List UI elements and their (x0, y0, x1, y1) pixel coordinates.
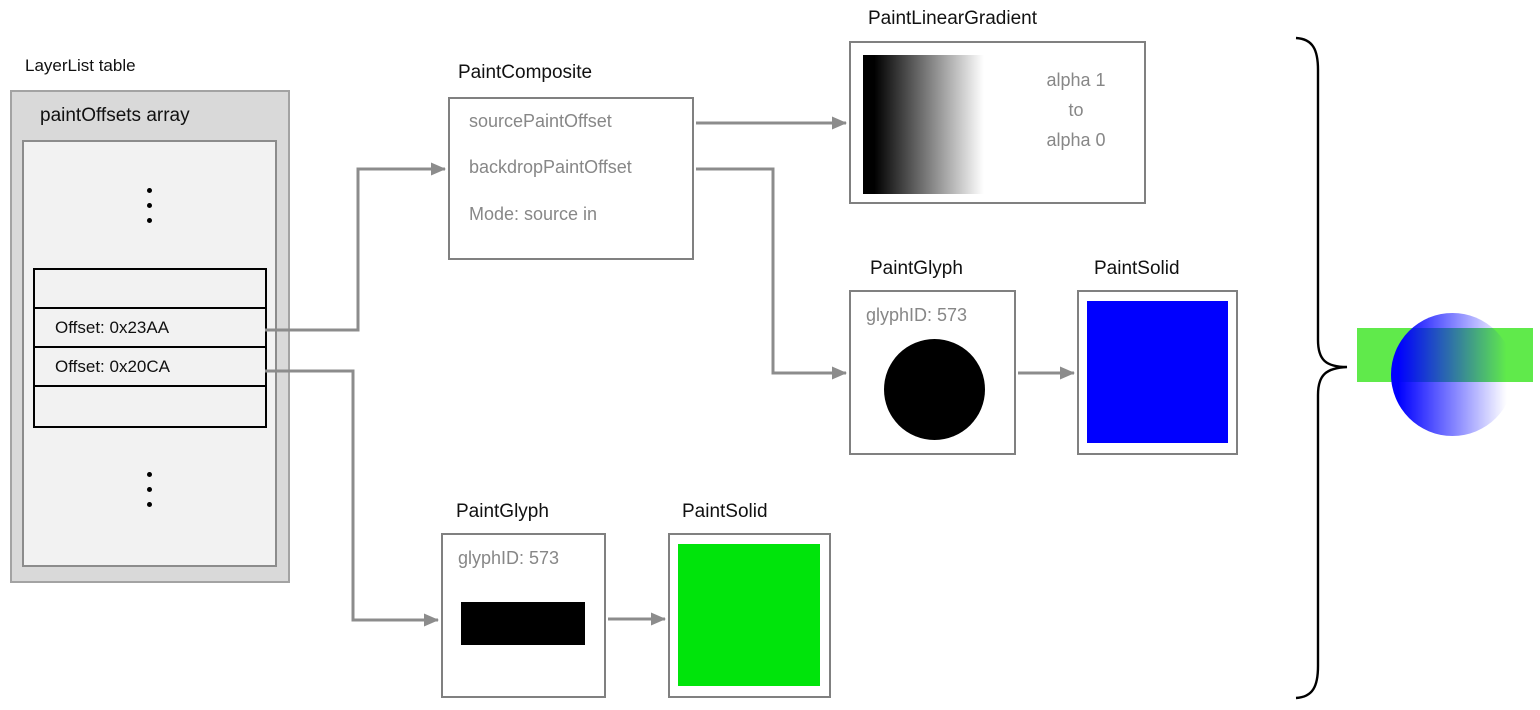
circle-glyph-shape (884, 339, 985, 440)
paint-glyph-circle-title: PaintGlyph (870, 258, 963, 279)
arrow-backdrop-to-glyph-circle (696, 167, 847, 380)
offset-row-empty-bottom (35, 387, 265, 426)
arrow-offset20ca-to-glyph-rect (265, 369, 439, 627)
green-solid-swatch (678, 544, 820, 686)
composite-mode-field: Mode: source in (469, 204, 598, 224)
paint-glyph-circle-box: glyphID: 573 (849, 290, 1016, 455)
alpha-line-2: to (1068, 100, 1084, 120)
paint-solid-green-title: PaintSolid (682, 501, 768, 522)
offset-row-23aa: Offset: 0x23AA (35, 309, 265, 348)
source-paint-offset-field: sourcePaintOffset (469, 111, 612, 131)
vertical-ellipsis-top (147, 188, 152, 223)
rect-glyph-shape (461, 602, 585, 645)
alpha-line-1: alpha 1 (1046, 70, 1106, 90)
backdrop-paint-offset-field: backdropPaintOffset (469, 157, 632, 177)
glyph-id-label-rect: glyphID: 573 (458, 548, 560, 568)
offset-row-empty-top (35, 270, 265, 309)
paint-composite-box: sourcePaintOffset backdropPaintOffset Mo… (448, 97, 694, 260)
arrow-offset23aa-to-composite (265, 162, 446, 332)
blue-solid-swatch (1087, 301, 1228, 443)
alpha-line-3: alpha 0 (1046, 130, 1106, 150)
paint-solid-blue-box (1077, 290, 1238, 455)
curly-brace (1295, 36, 1348, 700)
paint-linear-gradient-box: alpha 1 to alpha 0 (849, 41, 1146, 204)
paintoffsets-array-label: paintOffsets array (40, 105, 190, 126)
gradient-swatch (863, 55, 1005, 194)
layerlist-title: LayerList table (25, 56, 136, 75)
paint-linear-gradient-title: PaintLinearGradient (868, 8, 1037, 29)
paint-composite-title: PaintComposite (458, 62, 593, 83)
offset-row-20ca: Offset: 0x20CA (35, 348, 265, 387)
paint-solid-blue-title: PaintSolid (1094, 258, 1180, 279)
alpha-annotation: alpha 1 to alpha 0 (1011, 65, 1141, 155)
paint-solid-green-box (668, 533, 831, 698)
vertical-ellipsis-bottom (147, 472, 152, 507)
paint-glyph-rect-title: PaintGlyph (456, 501, 549, 522)
paint-offsets-table: Offset: 0x23AA Offset: 0x20CA (33, 268, 267, 428)
paint-glyph-rect-box: glyphID: 573 (441, 533, 606, 698)
result-gradient-circle (1391, 313, 1514, 436)
glyph-id-label-circle: glyphID: 573 (866, 305, 968, 325)
